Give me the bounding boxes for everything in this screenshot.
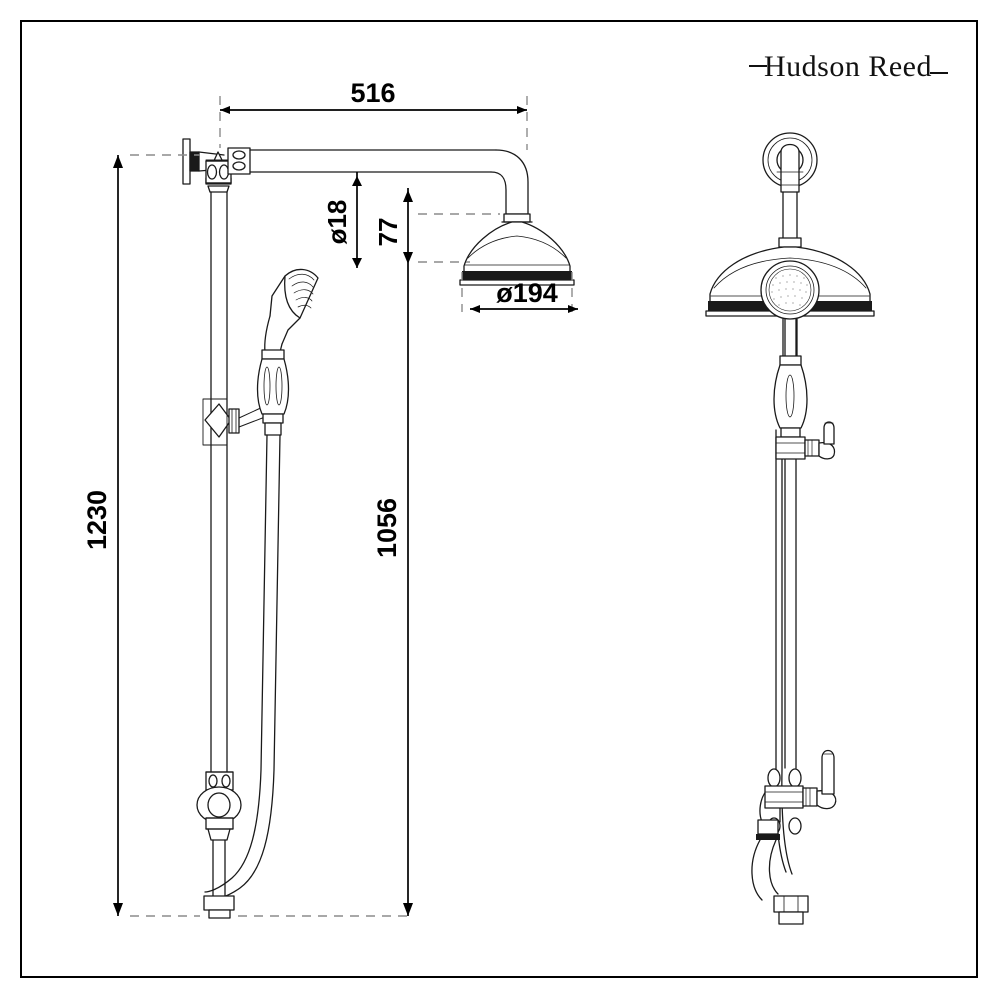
shower-hose-side bbox=[204, 434, 281, 901]
dimension-layer: 516 ø18 77 ø194 bbox=[82, 78, 578, 917]
dimension-194-label: ø194 bbox=[496, 278, 558, 308]
dimension-77: 77 bbox=[373, 188, 413, 290]
dimension-1230: 1230 bbox=[82, 155, 123, 916]
side-elevation-view bbox=[182, 138, 575, 919]
riser-top-collar bbox=[205, 160, 232, 193]
wall-flange-front bbox=[762, 132, 818, 193]
bottom-outlet-side bbox=[203, 895, 235, 919]
dimension-1056: 1056 bbox=[372, 290, 413, 916]
hose-outlet-front bbox=[751, 839, 779, 901]
handset-bracket-side bbox=[202, 398, 266, 446]
handset-side bbox=[256, 268, 319, 436]
logo-left-rule bbox=[749, 65, 768, 67]
brand-name: Hudson Reed bbox=[764, 50, 932, 83]
arm-downpipe-front bbox=[778, 191, 802, 248]
riser-rail-side bbox=[210, 191, 228, 773]
sheet-border bbox=[20, 20, 978, 978]
bottom-valve-side bbox=[196, 771, 242, 897]
dimension-516: 516 bbox=[220, 78, 527, 114]
handset-front bbox=[760, 260, 820, 438]
wall-flange-side bbox=[182, 138, 200, 185]
handset-bracket-front bbox=[775, 421, 836, 460]
shower-head-side bbox=[459, 221, 575, 286]
dimension-1230-label: 1230 bbox=[82, 490, 112, 550]
dimension-18: ø18 bbox=[322, 172, 362, 268]
dimension-77-label: 77 bbox=[373, 218, 403, 247]
bottom-valve-front bbox=[756, 749, 837, 840]
dimension-194: ø194 bbox=[470, 278, 578, 313]
front-elevation-view bbox=[705, 132, 875, 925]
brand-logo: Hudson Reed bbox=[749, 50, 948, 84]
shower-arm-side bbox=[227, 147, 529, 215]
dimension-18-label: ø18 bbox=[322, 200, 352, 245]
arm-head-coupling bbox=[501, 213, 533, 223]
dimension-1056-label: 1056 bbox=[372, 498, 402, 558]
dimension-516-label: 516 bbox=[350, 78, 395, 108]
logo-right-rule bbox=[930, 72, 948, 74]
bottom-outlet-front bbox=[773, 895, 809, 925]
